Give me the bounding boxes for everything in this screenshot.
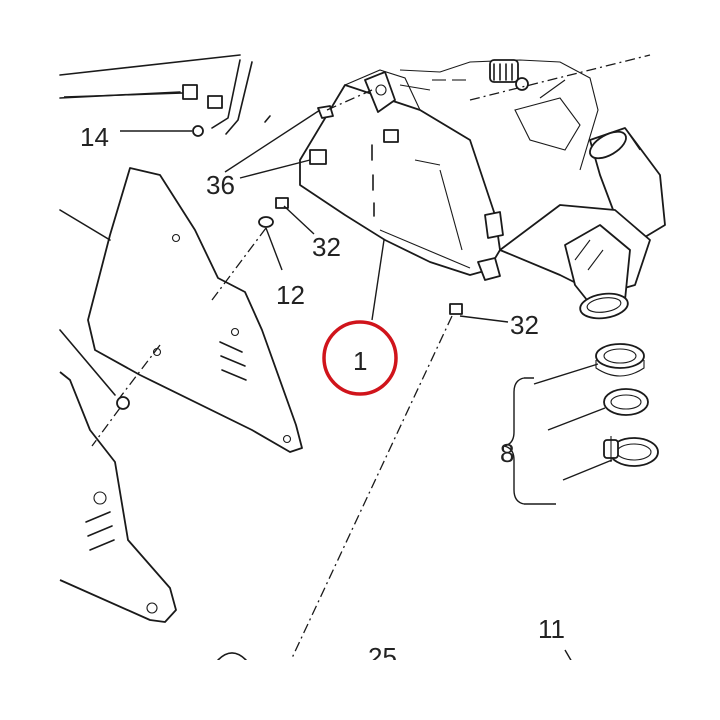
callout-1: 1 bbox=[353, 346, 367, 376]
breather-fitting bbox=[489, 59, 529, 91]
grommet-12[interactable] bbox=[258, 216, 274, 228]
side-heat-shield[interactable] bbox=[87, 167, 303, 453]
o-ring[interactable] bbox=[603, 388, 649, 416]
callout-14: 14 bbox=[80, 122, 109, 152]
clip-bracket[interactable] bbox=[309, 149, 327, 165]
seal-ring-set[interactable] bbox=[595, 343, 659, 467]
callout-36: 36 bbox=[206, 170, 235, 200]
callout-32-upper: 32 bbox=[312, 232, 341, 262]
clip-nut-32-lower[interactable] bbox=[449, 303, 463, 315]
fasteners[interactable] bbox=[116, 84, 463, 410]
clip-nut-14[interactable] bbox=[182, 84, 223, 109]
grommet-lower[interactable] bbox=[116, 396, 130, 410]
highlight-circle bbox=[322, 320, 398, 396]
hose-clamp[interactable] bbox=[603, 436, 659, 467]
bottom-fragment bbox=[217, 652, 247, 661]
callout-8: 8 bbox=[500, 438, 514, 468]
intake-ducts[interactable] bbox=[399, 54, 666, 321]
clip-nut-32-upper[interactable] bbox=[275, 197, 289, 209]
edge-line-2 bbox=[59, 329, 116, 396]
sleeve-ring[interactable] bbox=[595, 343, 645, 377]
callout-12: 12 bbox=[276, 280, 305, 310]
callout-32-lower: 32 bbox=[510, 310, 539, 340]
washer-14[interactable] bbox=[192, 125, 204, 137]
bottom-crop-mask bbox=[0, 660, 720, 720]
callout-11: 11 bbox=[538, 614, 565, 644]
lower-heat-shield[interactable] bbox=[59, 371, 177, 623]
assembly-lines bbox=[91, 89, 453, 659]
air-box-housing[interactable] bbox=[299, 69, 504, 281]
edge-line bbox=[59, 209, 111, 241]
